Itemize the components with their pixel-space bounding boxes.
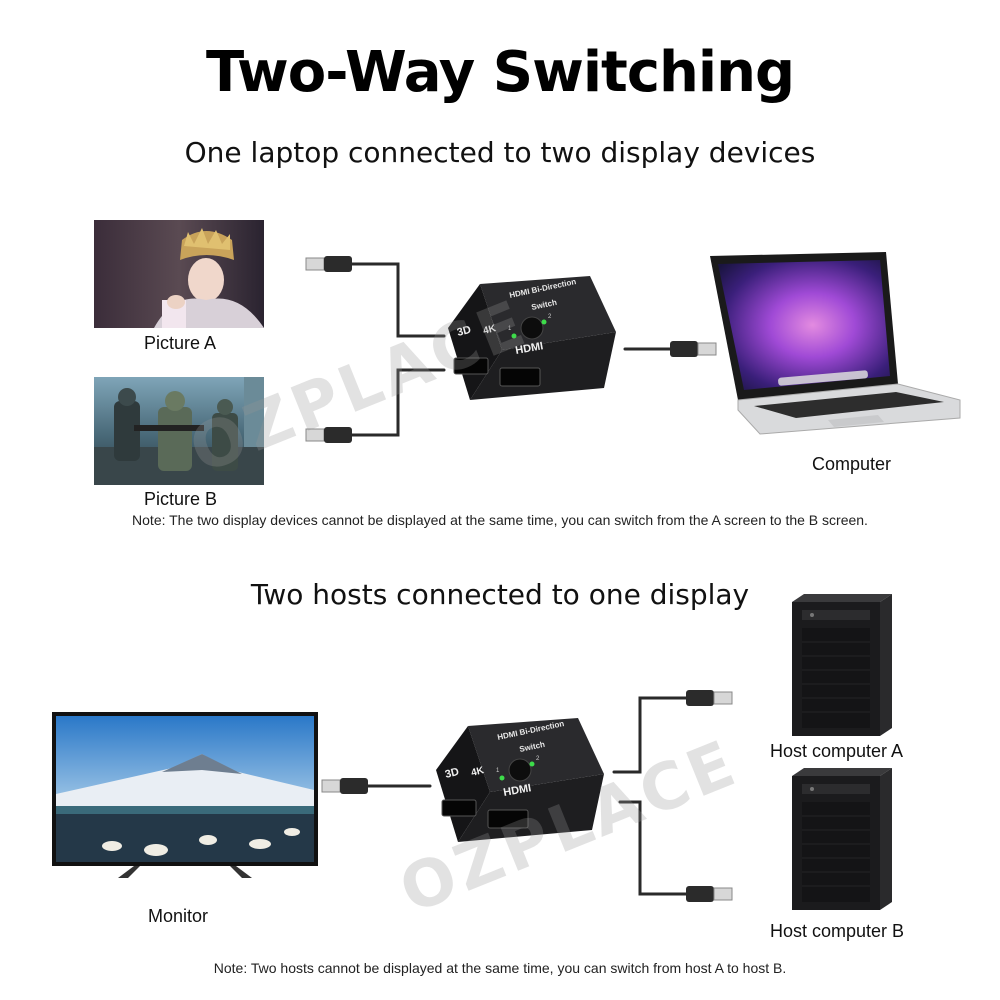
badge-4k: 4K [470, 765, 486, 779]
usb-plug-host-b-icon [686, 886, 733, 902]
host-computer-b [792, 768, 892, 910]
top-section-subtitle: One laptop connected to two display devi… [184, 136, 816, 169]
power-led-icon [810, 787, 814, 791]
led-1-icon [499, 775, 505, 781]
bottom-section-note: Note: Two hosts cannot be displayed at t… [213, 960, 787, 976]
monitor-label: Monitor [148, 906, 209, 926]
brand-hdmi: HDMI [514, 340, 544, 357]
led-2-icon [529, 761, 535, 767]
usb-plug-host-a-icon [686, 690, 733, 706]
picture-a-image [94, 220, 264, 328]
top-section-note: Note: The two display devices cannot be … [132, 512, 868, 528]
badge-4k: 4K [482, 323, 498, 337]
dock-icon [778, 370, 868, 386]
usb-plug-computer-icon [670, 341, 717, 357]
bottom-section-subtitle: Two hosts connected to one display [250, 578, 750, 611]
usb-plug-monitor-icon [321, 778, 368, 794]
port-2-number: 2 [548, 314, 552, 320]
picture-b-image [94, 377, 264, 485]
led-1-icon [511, 333, 517, 339]
switch-button-icon [508, 758, 532, 782]
usb-plug-b-icon [305, 427, 352, 443]
host-computer-a [792, 594, 892, 736]
laptop-computer [710, 252, 961, 435]
host-a-label: Host computer A [770, 741, 904, 761]
led-2-icon [541, 319, 547, 325]
port-1-number: 1 [508, 326, 512, 332]
switch-button-icon [520, 316, 544, 340]
hdmi-port-1-icon [441, 799, 477, 817]
badge-3d: 3D [444, 766, 461, 781]
port-2-number: 2 [536, 756, 540, 762]
port-1-number: 1 [496, 768, 500, 774]
hdmi-switch-bottom: HDMI Bi-Direction Switch 3D 4K HDMI 1 2 [436, 718, 604, 842]
hdmi-switch-top: HDMI Bi-Direction Switch 3D 4K HDMI 1 2 [448, 276, 616, 400]
picture-a-label: Picture A [144, 333, 217, 353]
hdmi-port-2-icon [499, 367, 541, 387]
badge-3d: 3D [456, 324, 473, 339]
picture-b-label: Picture B [144, 489, 218, 509]
power-led-icon [810, 613, 814, 617]
monitor-display [52, 712, 318, 878]
brand-hdmi: HDMI [502, 782, 532, 799]
hdmi-port-1-icon [453, 357, 489, 375]
page-title: Two-Way Switching [205, 40, 795, 105]
usb-plug-a-icon [305, 256, 352, 272]
bottom-cables [321, 690, 733, 902]
host-b-label: Host computer B [770, 921, 905, 941]
hdmi-port-2-icon [487, 809, 529, 829]
top-cables [305, 256, 717, 443]
computer-label: Computer [812, 454, 892, 474]
